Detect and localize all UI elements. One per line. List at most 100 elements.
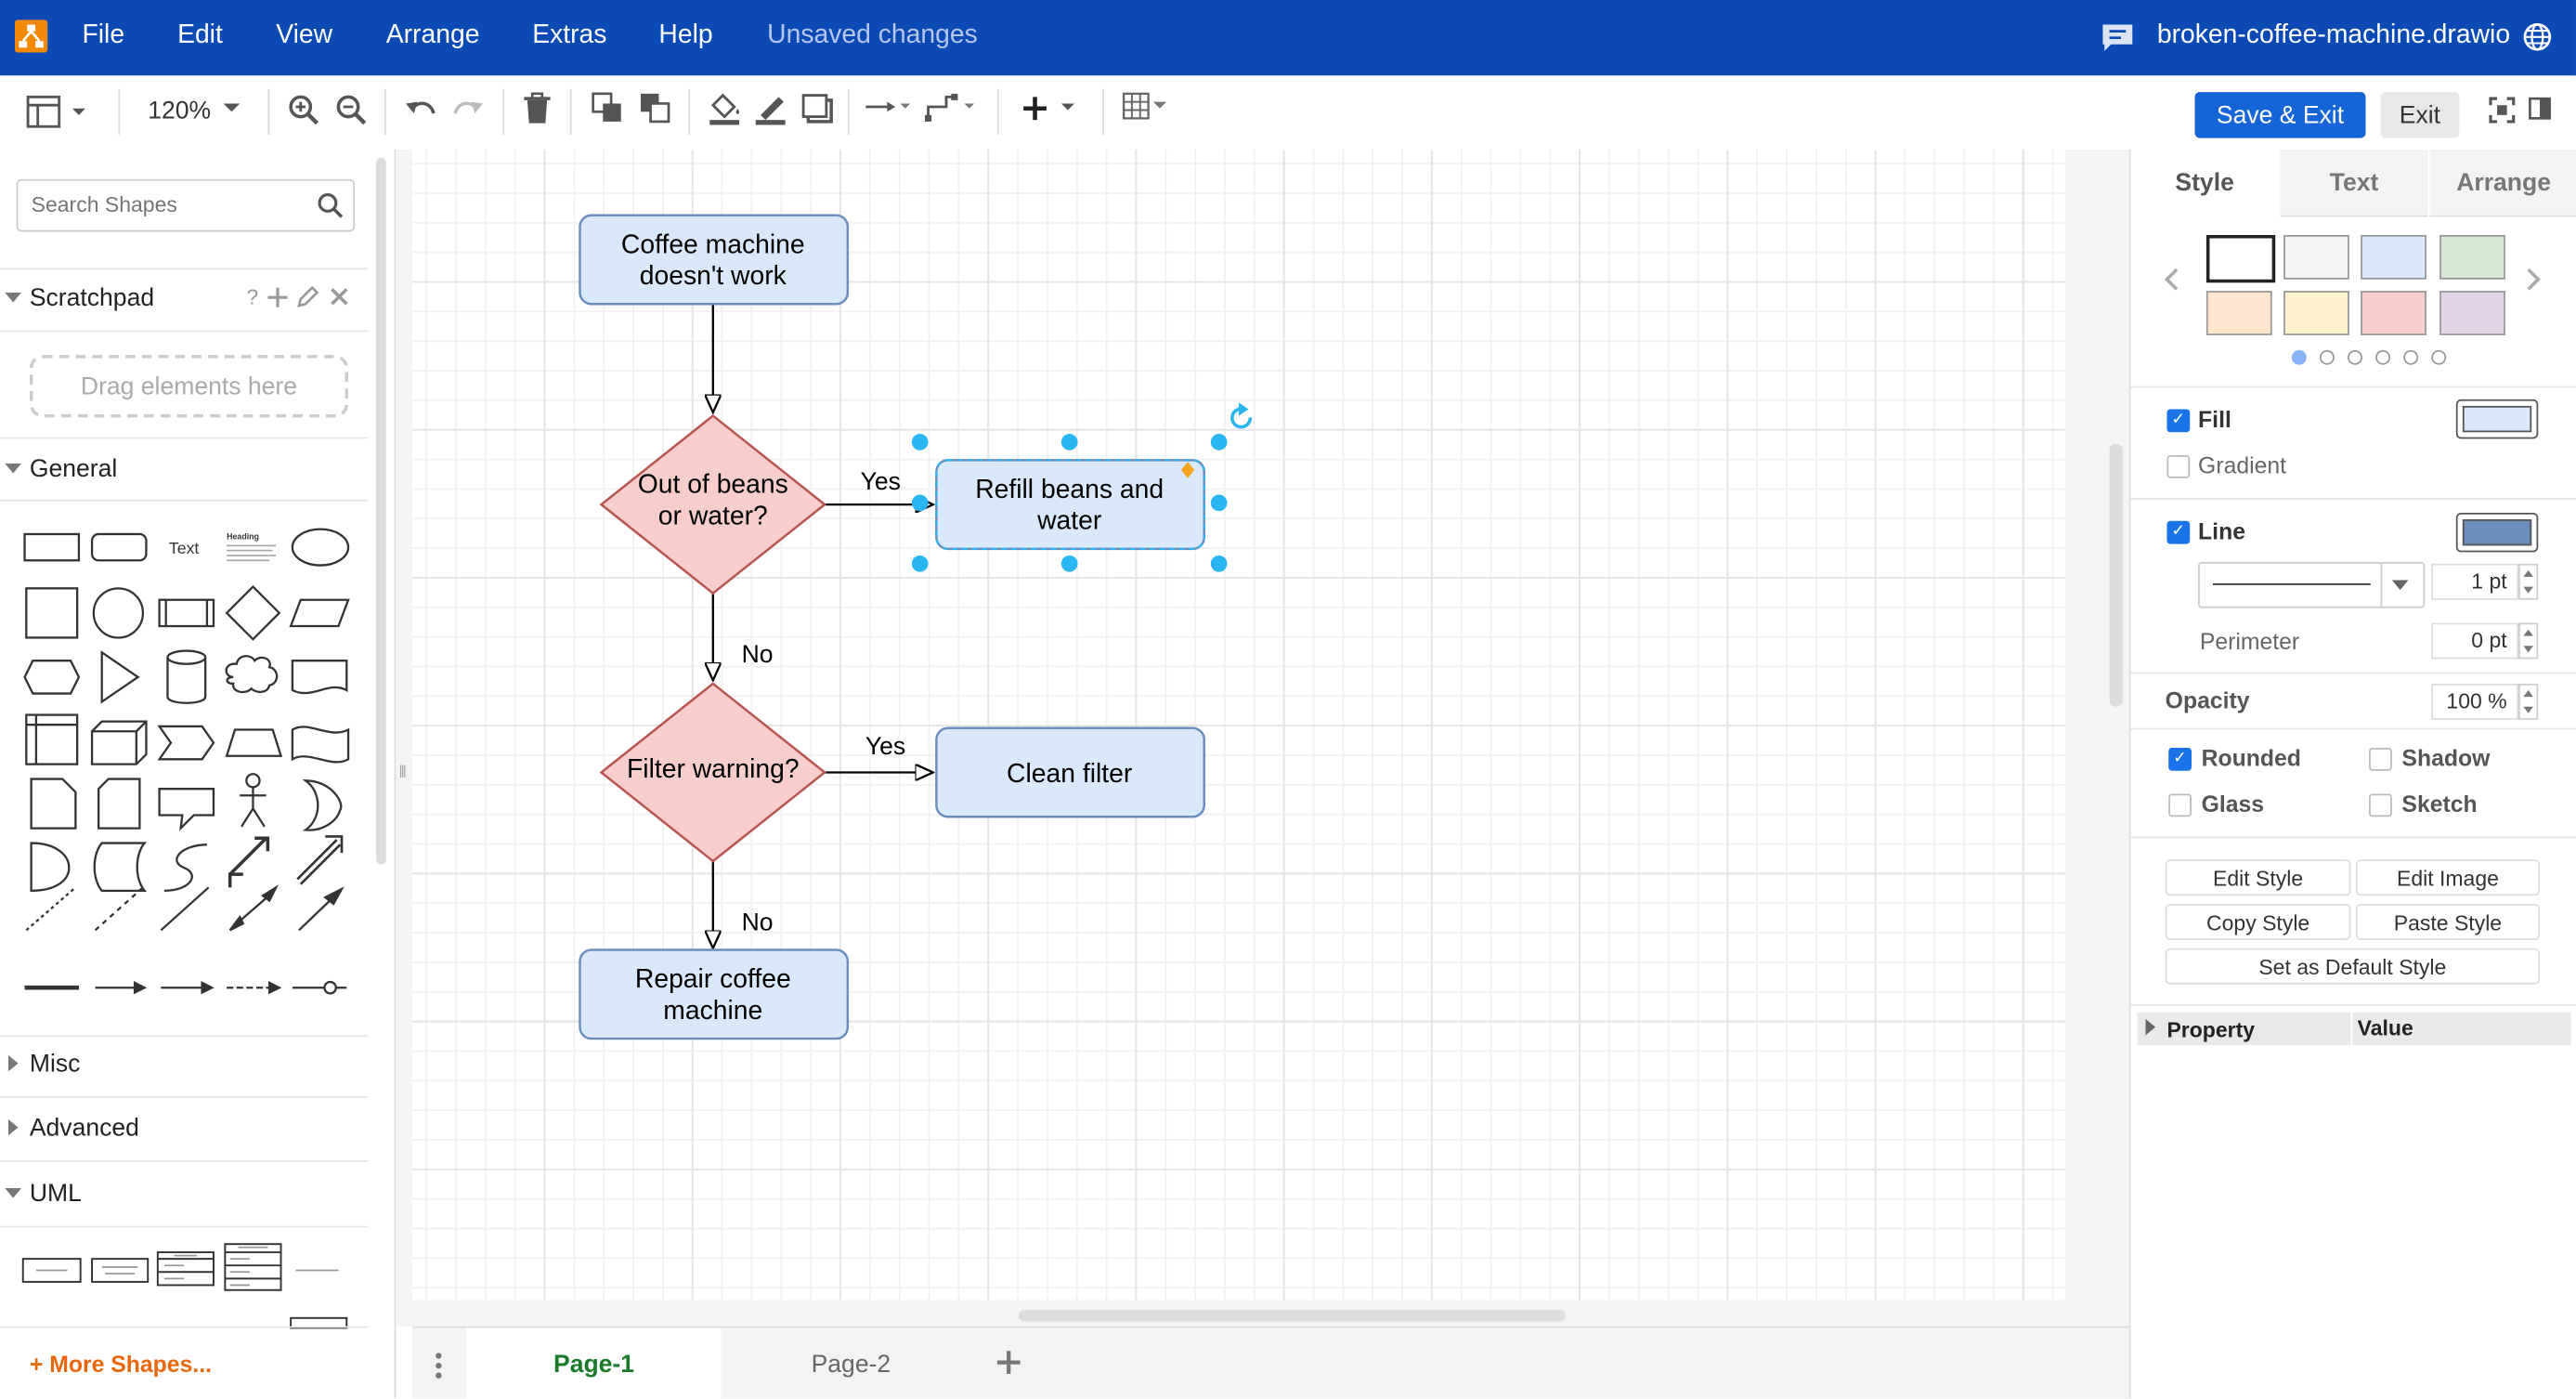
waypoints-icon[interactable]	[925, 93, 978, 124]
unsaved-changes-status[interactable]: Unsaved changes	[767, 20, 978, 50]
dashed-line-shape[interactable]	[25, 886, 77, 932]
perimeter-stepper[interactable]	[2518, 622, 2539, 660]
sidebar-scrollbar[interactable]	[376, 157, 386, 865]
bidirectional-arrow-shape[interactable]	[228, 836, 270, 888]
edge-label-yes[interactable]: Yes	[861, 467, 901, 495]
style-swatch-gray[interactable]	[2283, 234, 2349, 280]
node-beans-decision[interactable]	[599, 414, 827, 595]
uml-shapes-palette[interactable]	[0, 1237, 368, 1329]
set-default-style-button[interactable]: Set as Default Style	[2165, 948, 2541, 985]
globe-icon[interactable]	[2522, 21, 2554, 53]
internal-storage-shape[interactable]	[25, 713, 79, 765]
swatch-page-dot[interactable]	[2375, 349, 2391, 365]
tab-text[interactable]: Text	[2280, 149, 2428, 217]
panel-layout-icon[interactable]	[26, 94, 92, 130]
cylinder-shape[interactable]	[166, 649, 207, 704]
style-swatch-purple[interactable]	[2439, 291, 2505, 335]
uml-interface-shape[interactable]	[91, 1258, 150, 1283]
add-icon[interactable]	[267, 287, 288, 307]
undo-icon[interactable]	[404, 96, 436, 125]
menu-extras[interactable]: Extras	[532, 20, 607, 50]
horizontal-scrollbar[interactable]	[1018, 1309, 1566, 1322]
page-menu-icon[interactable]	[434, 1353, 444, 1379]
delete-icon[interactable]	[523, 92, 553, 124]
style-swatch-blue[interactable]	[2361, 234, 2426, 280]
square-shape[interactable]	[25, 587, 79, 639]
node-clean[interactable]	[935, 726, 1205, 818]
tab-arrange[interactable]: Arrange	[2429, 149, 2576, 217]
menu-view[interactable]: View	[276, 20, 333, 50]
fullscreen-icon[interactable]	[2489, 97, 2516, 124]
cube-shape[interactable]	[90, 720, 148, 765]
corner-radius-handle[interactable]	[1180, 462, 1195, 478]
glass-checkbox[interactable]	[2168, 793, 2192, 817]
insert-icon[interactable]	[1019, 94, 1081, 124]
format-panel-toggle-icon[interactable]	[2529, 97, 2552, 120]
copy-style-button[interactable]: Copy Style	[2165, 904, 2351, 940]
resize-handle[interactable]	[1210, 434, 1228, 451]
swatch-page-dot[interactable]	[2431, 349, 2447, 365]
uml-object-shape[interactable]	[21, 1258, 82, 1283]
arrow-shape[interactable]	[296, 835, 344, 885]
document-shape[interactable]	[291, 660, 348, 695]
style-swatch-green[interactable]	[2439, 234, 2505, 280]
edge-label-no[interactable]: No	[742, 640, 774, 668]
fill-color-icon[interactable]	[707, 90, 743, 126]
node-repair[interactable]	[579, 948, 850, 1040]
line-width-input[interactable]: 1 pt	[2431, 563, 2519, 600]
rectangle-shape[interactable]	[23, 532, 81, 562]
resize-handle[interactable]	[1210, 555, 1228, 572]
resize-handle[interactable]	[911, 434, 929, 451]
edit-image-button[interactable]: Edit Image	[2355, 859, 2541, 896]
rounded-rectangle-shape[interactable]	[90, 532, 148, 562]
parallelogram-shape[interactable]	[289, 598, 350, 628]
sketch-checkbox[interactable]	[2369, 793, 2392, 817]
chevron-right-icon[interactable]	[2145, 1018, 2156, 1036]
triangle-shape[interactable]	[100, 650, 140, 704]
save-and-exit-button[interactable]: Save & Exit	[2194, 92, 2366, 138]
resize-handle[interactable]	[1060, 434, 1078, 451]
actor-shape[interactable]	[240, 773, 267, 828]
or-shape[interactable]	[302, 779, 343, 831]
style-swatch-orange[interactable]	[2205, 291, 2272, 335]
link-arrow-shape[interactable]	[161, 981, 215, 995]
menu-help[interactable]: Help	[658, 20, 713, 50]
search-input[interactable]	[28, 190, 314, 219]
directional-connector-shape[interactable]	[298, 886, 345, 932]
opacity-input[interactable]: 100 %	[2431, 683, 2519, 720]
diamond-shape[interactable]	[225, 584, 281, 641]
edit-style-button[interactable]: Edit Style	[2165, 859, 2351, 896]
perimeter-input[interactable]: 0 pt	[2431, 622, 2519, 660]
uml-class-shape[interactable]	[156, 1251, 215, 1287]
to-back-icon[interactable]	[639, 92, 671, 124]
style-swatch-yellow[interactable]	[2283, 291, 2349, 335]
delay-shape[interactable]	[30, 842, 71, 893]
paste-style-button[interactable]: Paste Style	[2355, 904, 2541, 940]
search-icon[interactable]	[317, 192, 344, 218]
connection-style-icon[interactable]	[865, 96, 914, 122]
chevron-right-icon[interactable]	[2525, 268, 2542, 291]
line-color-button[interactable]	[2455, 512, 2539, 553]
page-tab-page-2[interactable]: Page-2	[811, 1350, 891, 1379]
table-icon[interactable]	[1122, 92, 1171, 122]
dotted-line-shape[interactable]	[94, 886, 144, 932]
line-shape[interactable]	[160, 886, 210, 932]
bidirectional-connector-shape[interactable]	[228, 884, 280, 932]
menu-file[interactable]: File	[82, 20, 125, 50]
edge-label-no[interactable]: No	[742, 908, 774, 935]
line-color-icon[interactable]	[752, 90, 788, 126]
line-checkbox[interactable]: ✓	[2166, 520, 2191, 544]
zoom-level[interactable]: 120%	[148, 97, 212, 125]
redo-icon[interactable]	[452, 96, 485, 125]
shape-search-box[interactable]	[16, 178, 356, 232]
process-shape[interactable]	[158, 598, 215, 628]
gradient-checkbox[interactable]	[2166, 455, 2191, 478]
uml-class-attributes-shape[interactable]	[224, 1243, 282, 1291]
line-pattern-select[interactable]	[2198, 562, 2426, 608]
edge-label-yes[interactable]: Yes	[865, 732, 905, 760]
section-general-header[interactable]: General	[0, 444, 368, 493]
zoom-out-icon[interactable]	[335, 94, 368, 126]
edit-pencil-icon[interactable]	[297, 285, 319, 307]
hexagon-shape[interactable]	[23, 660, 81, 695]
